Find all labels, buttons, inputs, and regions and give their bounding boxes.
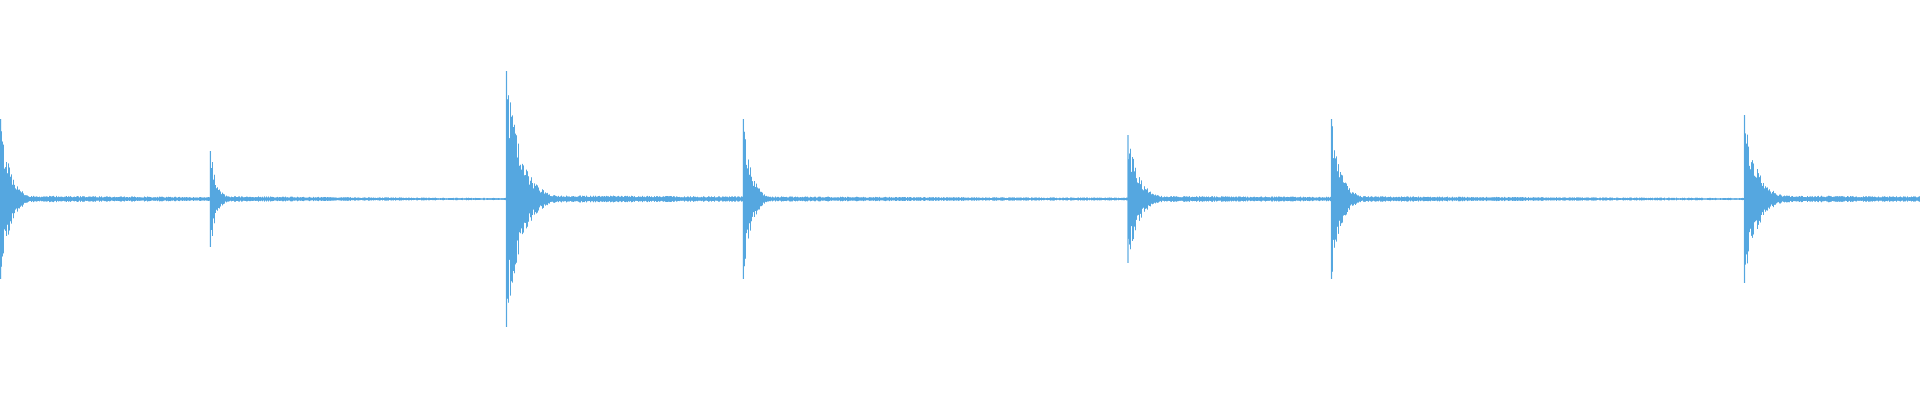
waveform-transients <box>0 71 1746 327</box>
waveform-noise <box>0 95 1920 303</box>
waveform-signal-path <box>0 95 1920 303</box>
